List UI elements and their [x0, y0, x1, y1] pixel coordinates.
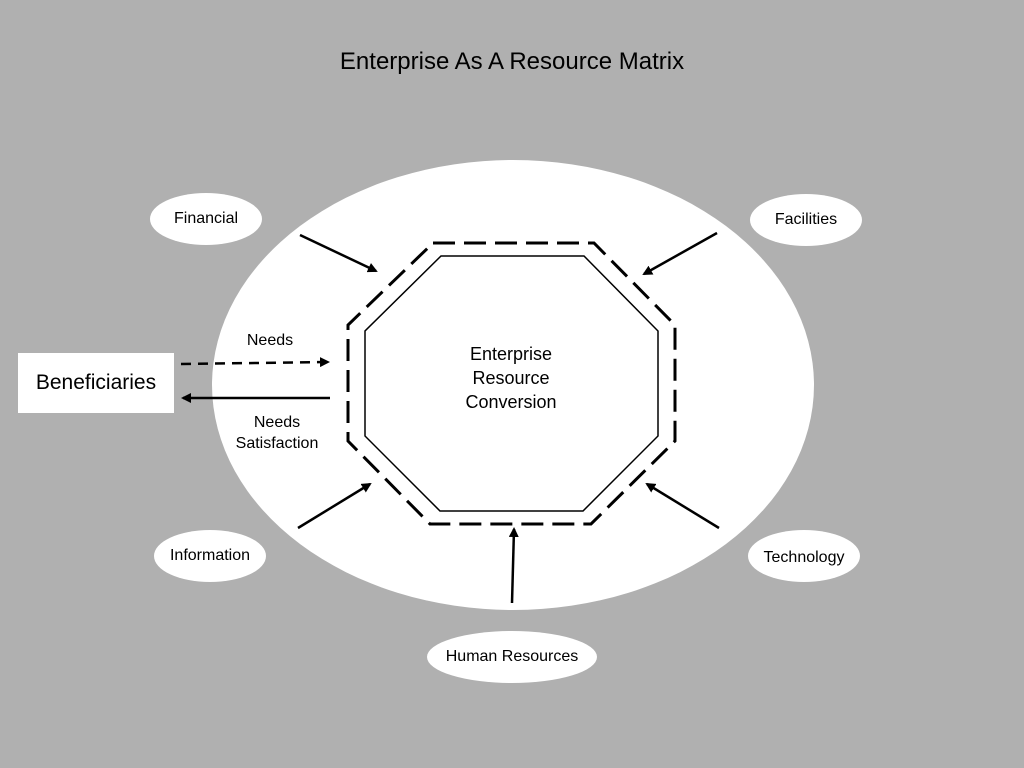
- human-resources-label: Human Resources: [445, 648, 579, 665]
- inner-octagon: [364, 255, 659, 512]
- facilities-arrow: [642, 231, 718, 276]
- needs-label: Needs: [246, 332, 294, 349]
- beneficiaries-label: Beneficiaries: [35, 371, 157, 394]
- needs-arrow: [180, 357, 330, 368]
- human-resources-arrow: [508, 527, 519, 604]
- enterprise-ellipse: [212, 160, 814, 610]
- information-label: Information: [169, 547, 251, 564]
- outer-dashed-octagon: [346, 241, 677, 526]
- needs-satisfaction-label: Needs Satisfaction: [235, 414, 319, 452]
- beneficiaries-box: Beneficiaries: [18, 353, 174, 413]
- technology-label: Technology: [763, 549, 845, 566]
- technology-ellipse: [748, 530, 860, 582]
- diagram-title: Enterprise As A Resource Matrix: [339, 48, 685, 75]
- financial-ellipse: [150, 193, 262, 245]
- human-resources-ellipse: [427, 631, 597, 683]
- information-ellipse: [154, 530, 266, 582]
- information-arrow: [297, 482, 372, 530]
- center-label: Enterprise Resource Conversion: [465, 344, 557, 412]
- facilities-ellipse: [750, 194, 862, 246]
- financial-label: Financial: [173, 210, 239, 227]
- facilities-label: Facilities: [774, 211, 838, 228]
- financial-arrow: [299, 233, 378, 273]
- technology-arrow: [645, 482, 720, 530]
